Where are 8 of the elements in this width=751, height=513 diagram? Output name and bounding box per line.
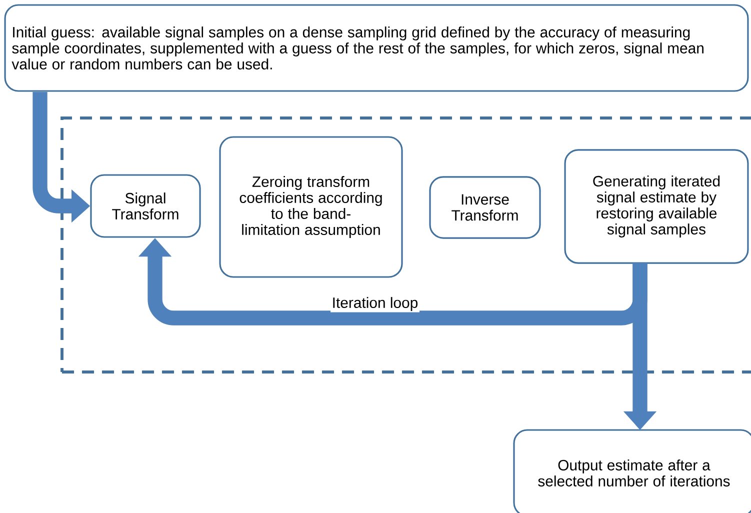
process-box: Signal Transform xyxy=(90,174,201,238)
note-box: Initial guess: available signal samples on a dense sampling grid defined by the accuracy of measuring sample coordinates, supplemented with a guess of the rest of the samples, for which zeros, signal mean value or random numbers can be used. xyxy=(4,4,749,92)
dashed-frame xyxy=(60,116,751,374)
process-box: Zeroing transform coefficients according to the band-limitation assumption xyxy=(219,136,403,278)
process-box: Generating iterated signal estimate by restoring available signal samples xyxy=(564,149,749,264)
process-box: Inverse Transform xyxy=(429,176,541,239)
edge-label: Iteration loop xyxy=(330,296,420,312)
output-box: Output estimate after a selected number of iterations xyxy=(513,429,751,513)
